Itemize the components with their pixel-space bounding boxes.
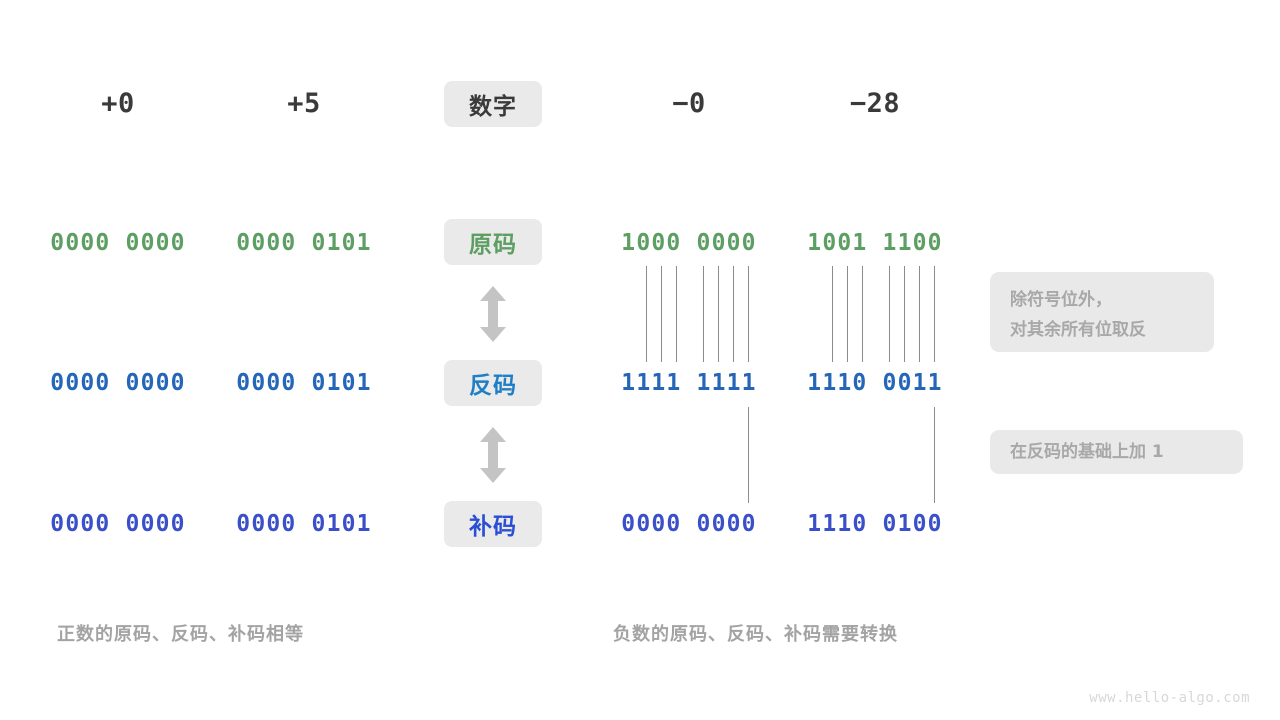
caption-positive-equal: 正数的原码、反码、补码相等 — [57, 624, 304, 645]
connector-tick — [934, 407, 935, 503]
connector-tick — [919, 266, 920, 362]
bits-ones-complement-plus-zero: 0000 0000 — [50, 370, 186, 396]
bits-twos-complement-minus-zero: 0000 0000 — [621, 511, 757, 537]
connector-tick — [661, 266, 662, 362]
bits-twos-complement-minus-twentyeight: 1110 0100 — [807, 511, 943, 537]
connector-tick — [862, 266, 863, 362]
chip-header-number: 数字 — [444, 81, 542, 127]
double-arrow-icon-ones-to-twos — [476, 427, 510, 483]
connector-tick — [718, 266, 719, 362]
connector-tick — [748, 266, 749, 362]
bits-ones-complement-plus-five: 0000 0101 — [236, 370, 372, 396]
header-number-plus-zero: +0 — [101, 88, 135, 119]
bits-true-form-minus-twentyeight: 1001 1100 — [807, 230, 943, 256]
note-add-one: 在反码的基础上加 1 — [990, 430, 1243, 474]
connector-tick — [832, 266, 833, 362]
bits-ones-complement-minus-twentyeight: 1110 0011 — [807, 370, 943, 396]
double-arrow-icon-true-to-ones — [476, 286, 510, 342]
connector-tick — [904, 266, 905, 362]
bits-twos-complement-plus-zero: 0000 0000 — [50, 511, 186, 537]
connector-tick — [748, 407, 749, 503]
bits-true-form-plus-zero: 0000 0000 — [50, 230, 186, 256]
connector-tick — [646, 266, 647, 362]
connector-tick — [703, 266, 704, 362]
connector-tick — [733, 266, 734, 362]
header-number-plus-five: +5 — [287, 88, 321, 119]
chip-row-true-form: 原码 — [444, 219, 542, 265]
bits-true-form-minus-zero: 1000 0000 — [621, 230, 757, 256]
note-invert-bits: 除符号位外， 对其余所有位取反 — [990, 272, 1214, 352]
chip-row-ones-complement: 反码 — [444, 360, 542, 406]
connector-tick — [934, 266, 935, 362]
watermark-url: www.hello-algo.com — [1089, 690, 1250, 706]
bits-ones-complement-minus-zero: 1111 1111 — [621, 370, 757, 396]
chip-row-twos-complement: 补码 — [444, 501, 542, 547]
header-number-minus-zero: −0 — [672, 88, 706, 119]
bits-true-form-plus-five: 0000 0101 — [236, 230, 372, 256]
header-number-minus-twentyeight: −28 — [849, 88, 901, 119]
connector-tick — [676, 266, 677, 362]
caption-negative-convert: 负数的原码、反码、补码需要转换 — [613, 624, 898, 645]
bits-twos-complement-plus-five: 0000 0101 — [236, 511, 372, 537]
connector-tick — [847, 266, 848, 362]
connector-tick — [889, 266, 890, 362]
